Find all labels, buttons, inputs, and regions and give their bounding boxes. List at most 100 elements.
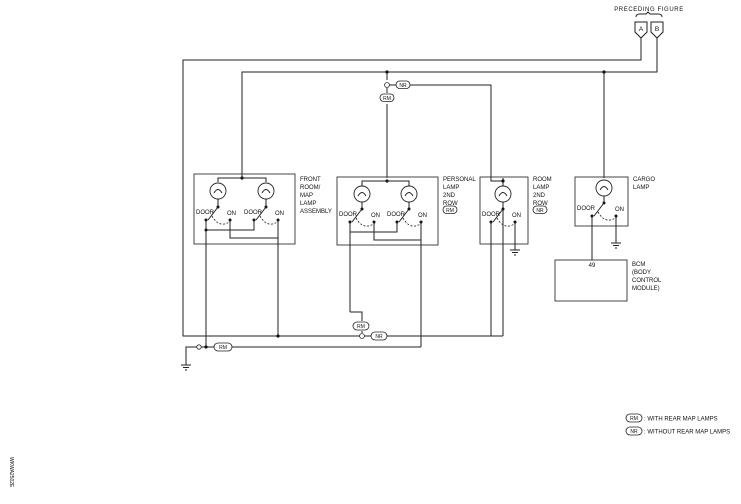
legend-badge bbox=[625, 426, 643, 436]
cargo-lamp-label-1: CARGO bbox=[633, 177, 655, 183]
bulb-icon bbox=[353, 185, 371, 203]
connector-a: A bbox=[634, 21, 648, 39]
personal-door-left-label: DOOR bbox=[339, 212, 358, 218]
wire-tag-bottom-nr: NR bbox=[370, 331, 388, 341]
wire-top-nr bbox=[410, 84, 492, 178]
wire-tag-text: RM bbox=[383, 96, 391, 102]
room-lamp-label-1: ROOM bbox=[533, 177, 552, 183]
connector-b-label: B bbox=[655, 26, 659, 33]
room-lamp-label-2: LAMP bbox=[533, 185, 549, 191]
connector-a-label: A bbox=[639, 26, 644, 33]
personal-on-right-label: ON bbox=[418, 213, 427, 219]
legend-item-rm: RM : WITH REAR MAP LAMPS bbox=[625, 413, 718, 423]
bulb-filament-icon bbox=[357, 192, 367, 197]
room-lamp-box bbox=[479, 176, 529, 245]
front-lamp-bulb-right bbox=[257, 182, 275, 200]
front-room-map-lamp-assembly: DOOR ON DOOR ON FRONT ROOM/ MAP LAMP ASS… bbox=[193, 173, 332, 245]
cargo-door-label: DOOR bbox=[577, 206, 596, 212]
selector-node-ground bbox=[196, 344, 202, 350]
personal-on-left-label: ON bbox=[371, 213, 380, 219]
front-lamp-label-5: ASSEMBLY bbox=[300, 209, 332, 215]
personal-lamp-feed bbox=[361, 180, 410, 186]
personal-on-common bbox=[373, 222, 422, 241]
personal-lamp-2nd-row: DOOR ON DOOR ON PERSONAL LAMP 2ND ROW RM bbox=[336, 176, 476, 246]
wire-tag-top-nr: NR bbox=[395, 80, 411, 89]
front-door-left-label: DOOR bbox=[196, 210, 215, 216]
preceding-figure-brace bbox=[635, 11, 663, 18]
room-switch-blade bbox=[492, 208, 504, 223]
code-badge-shape bbox=[532, 205, 548, 214]
wire-tag-text: NR bbox=[399, 83, 407, 89]
room-lamp-2nd-row: DOOR ON ROOM LAMP 2ND ROW NR bbox=[479, 176, 552, 256]
legend-badge bbox=[625, 413, 643, 423]
bcm-terminal-49: 49 bbox=[589, 263, 596, 269]
junction-cargo bbox=[602, 70, 606, 74]
room-lamp-feed-nr bbox=[490, 178, 504, 186]
legend-text: : WITHOUT REAR MAP LAMPS bbox=[644, 430, 730, 436]
main-wires bbox=[182, 38, 658, 337]
bulb-icon bbox=[595, 179, 613, 197]
front-on-right-label: ON bbox=[275, 211, 284, 217]
figure-id: WKWA2502E bbox=[8, 457, 14, 488]
wire-tag-ground-rm: RM bbox=[213, 342, 233, 352]
wire-tag-text: RM bbox=[357, 324, 365, 330]
bulb-icon bbox=[257, 182, 275, 200]
bcm-label-4: MODULE) bbox=[632, 286, 660, 292]
bulb-filament-icon bbox=[498, 192, 508, 197]
cargo-on-label: ON bbox=[615, 207, 624, 213]
tag-shape bbox=[213, 342, 233, 352]
ground-wire bbox=[185, 346, 199, 365]
bcm-label-3: CONTROL bbox=[632, 278, 662, 284]
cargo-lamp-ground-icon bbox=[611, 242, 621, 249]
wire-b-bus bbox=[241, 38, 658, 178]
front-lamp-feed bbox=[217, 177, 267, 182]
personal-lamp-code: RM bbox=[446, 208, 454, 214]
room-on-label: ON bbox=[512, 213, 521, 219]
bcm-label-2: (BODY bbox=[632, 270, 651, 276]
bcm-box bbox=[554, 259, 628, 302]
room-door-label: DOOR bbox=[482, 212, 501, 218]
connector-b-shape bbox=[650, 21, 664, 39]
selector-node-bottom bbox=[359, 333, 365, 339]
cargo-lamp-label-2: LAMP bbox=[633, 185, 649, 191]
legend-code: RM bbox=[630, 416, 638, 422]
personal-lamp-code-badge: RM bbox=[442, 205, 458, 214]
tag-shape bbox=[395, 80, 411, 89]
bulb-icon bbox=[494, 185, 512, 203]
bottom-wires bbox=[181, 228, 492, 371]
front-lamp-label-2: ROOM/ bbox=[300, 185, 321, 191]
cargo-switch-blade bbox=[593, 202, 605, 217]
legend-text: : WITH REAR MAP LAMPS bbox=[644, 417, 718, 423]
bulb-filament-icon bbox=[404, 192, 414, 197]
selector-node-top bbox=[384, 82, 390, 88]
wire-tag-top-rm: RM bbox=[379, 93, 395, 102]
wire-a-loop bbox=[182, 38, 642, 337]
room-lamp-label-3: 2ND bbox=[533, 193, 546, 199]
preceding-figure-label: PRECEDING FIGURE bbox=[614, 7, 684, 13]
bulb-filament-icon bbox=[213, 189, 223, 194]
front-on-left-label: ON bbox=[227, 211, 236, 217]
cargo-lamp-bulb bbox=[595, 179, 613, 197]
bulb-filament-icon bbox=[599, 186, 609, 191]
wire-tag-text: RM bbox=[219, 345, 227, 351]
cargo-lamp-box bbox=[574, 176, 629, 227]
junction-top-selector bbox=[385, 70, 389, 74]
tag-shape bbox=[352, 321, 370, 331]
front-door-right-label: DOOR bbox=[244, 210, 263, 216]
legend-item-nr: NR : WITHOUT REAR MAP LAMPS bbox=[625, 426, 730, 436]
bulb-icon bbox=[400, 185, 418, 203]
front-switch-left-blade bbox=[207, 206, 219, 221]
personal-lamp-bulb-right bbox=[400, 185, 418, 203]
junction bbox=[204, 228, 208, 232]
personal-switch-left-blade bbox=[351, 208, 363, 223]
tag-shape bbox=[379, 93, 395, 102]
front-lamp-label-1: FRONT bbox=[300, 177, 321, 183]
cargo-lamp: DOOR ON CARGO LAMP bbox=[574, 176, 655, 260]
room-lamp-label-4: ROW bbox=[533, 201, 548, 207]
room-lamp-bulb bbox=[494, 185, 512, 203]
personal-switch-right-blade bbox=[398, 208, 410, 223]
front-lamp-label-4: LAMP bbox=[300, 201, 316, 207]
front-lamp-box bbox=[193, 173, 296, 245]
personal-lamp-label-1: PERSONAL bbox=[443, 177, 476, 183]
